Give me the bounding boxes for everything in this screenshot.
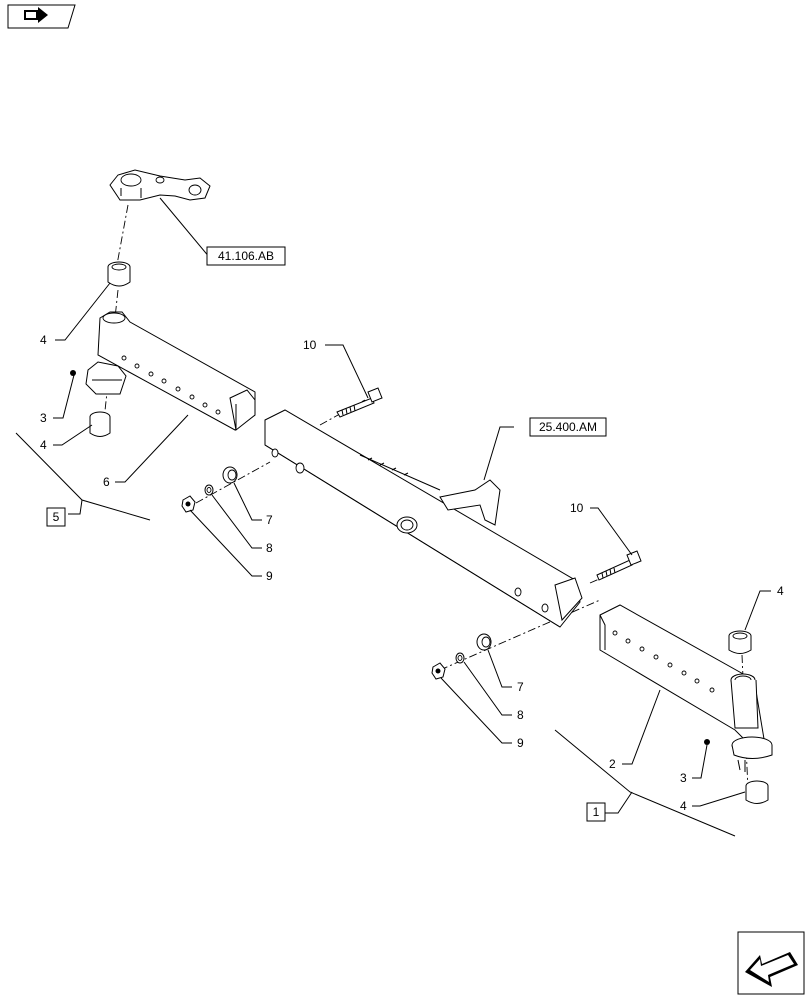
- axle-extension-right: [599, 604, 773, 772]
- nut-9-left: [181, 495, 196, 513]
- assembly-label-right: 1: [593, 805, 600, 819]
- callout-3-right: 3: [680, 771, 687, 785]
- washer-8-left: [204, 484, 214, 496]
- book-arrow-icon[interactable]: [7, 4, 76, 29]
- leader-lines: [15, 197, 771, 837]
- callout-4-left-bottom: 4: [40, 438, 47, 452]
- callout-labels: 10 4 3 4 6 7 8 9 10 4 7 8 9 2 3 4: [40, 333, 784, 813]
- grease-fitting-left: [70, 370, 76, 376]
- callout-10-top: 10: [303, 338, 317, 352]
- callout-4-right-bottom: 4: [680, 799, 687, 813]
- nut-9-right: [431, 662, 446, 680]
- callout-9-right: 9: [517, 736, 524, 750]
- bushing-left-top: [107, 261, 131, 287]
- next-page-arrow-icon[interactable]: [737, 931, 805, 995]
- washer-7-left: [222, 466, 238, 484]
- callout-3-left: 3: [40, 411, 47, 425]
- grease-fitting-right: [704, 739, 710, 745]
- callout-6: 6: [103, 475, 110, 489]
- assembly-label-left: 5: [53, 510, 60, 524]
- callout-4-right-top: 4: [777, 584, 784, 598]
- callout-8-left: 8: [266, 541, 273, 555]
- steering-arm-part: [109, 169, 211, 201]
- callout-8-right: 8: [517, 708, 524, 722]
- callout-4-left-top: 4: [40, 333, 47, 347]
- callout-10-right: 10: [570, 501, 584, 515]
- assembly-box-right: 1: [586, 802, 606, 822]
- assembly-box-left: 5: [46, 507, 66, 527]
- callout-9-left: 9: [266, 569, 273, 583]
- bushing-right-top: [728, 630, 752, 654]
- washer-7-right: [476, 633, 492, 651]
- bushing-right-bottom: [745, 780, 769, 804]
- axle-extension-left: [85, 311, 256, 431]
- bolt-right: [596, 550, 642, 581]
- bushing-left-bottom: [89, 411, 111, 437]
- callout-2: 2: [609, 757, 616, 771]
- callout-7-right: 7: [517, 680, 524, 694]
- reference-box-frame[interactable]: 25.400.AM: [529, 417, 607, 437]
- main-axle-beam: [264, 409, 583, 628]
- callout-7-left: 7: [266, 513, 273, 527]
- washer-8-right: [455, 652, 465, 664]
- bolt-top: [336, 387, 383, 418]
- reference-box-steering[interactable]: 41.106.AB: [206, 246, 286, 266]
- reference-label-steering: 41.106.AB: [218, 249, 274, 263]
- reference-label-frame: 25.400.AM: [539, 420, 597, 434]
